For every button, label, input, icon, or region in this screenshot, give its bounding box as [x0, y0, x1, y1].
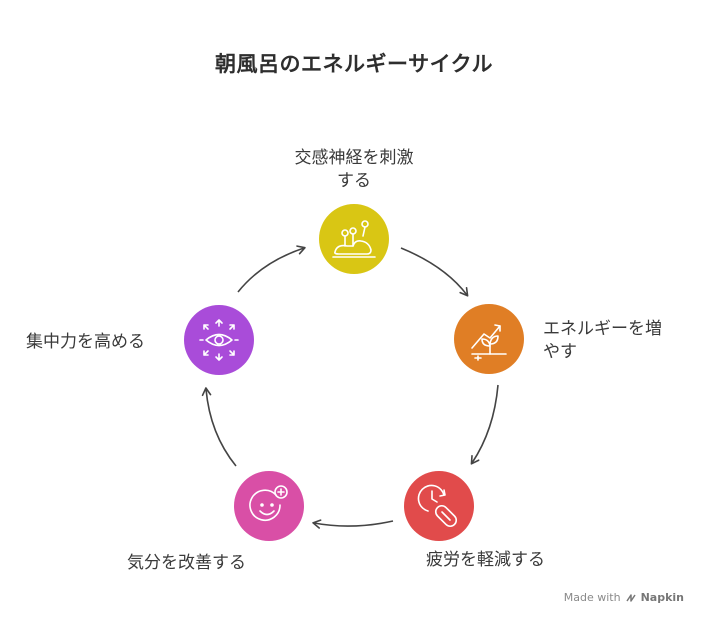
pill-clock-icon: [417, 484, 458, 528]
node-sympathetic-nerve: [319, 204, 389, 274]
label-energy: エネルギーを増 やす: [543, 318, 662, 364]
made-with-footer: Made with Napkin: [564, 591, 684, 604]
arrow-3-to-4: [312, 519, 394, 529]
node-focus: [184, 305, 254, 375]
node-fatigue: [404, 471, 474, 541]
footer-prefix: Made with: [563, 591, 621, 604]
arrow-2-to-3: [470, 384, 499, 465]
label-line: エネルギーを増: [543, 319, 662, 339]
label-line: 交感神経を刺激: [294, 148, 414, 168]
label-line: する: [337, 171, 371, 191]
smiley-plus-icon: [249, 485, 288, 521]
label-line: 気分を改善する: [127, 553, 246, 573]
footer-brand: Napkin: [640, 591, 684, 604]
arrow-4-to-5: [201, 387, 237, 467]
napkin-logo-icon: [625, 593, 636, 602]
node-energy: [454, 304, 524, 374]
label-line: 疲労を軽減する: [426, 550, 545, 570]
nerve-stimulation-icon: [332, 220, 376, 258]
diagram-title: 朝風呂のエネルギーサイクル: [214, 52, 494, 76]
label-mood: 気分を改善する: [127, 552, 246, 575]
label-fatigue: 疲労を軽減する: [426, 549, 545, 572]
focus-eye-icon: [199, 319, 239, 361]
label-focus: 集中力を高める: [26, 331, 145, 354]
arrow-1-to-2: [400, 247, 469, 297]
label-line: やす: [543, 342, 577, 362]
label-sympathetic-nerve: 交感神経を刺激 する: [284, 147, 424, 193]
growing-plant-icon: [471, 324, 507, 361]
label-line: 集中力を高める: [26, 332, 145, 352]
node-mood: [234, 471, 304, 541]
arrow-5-to-1: [237, 245, 306, 293]
